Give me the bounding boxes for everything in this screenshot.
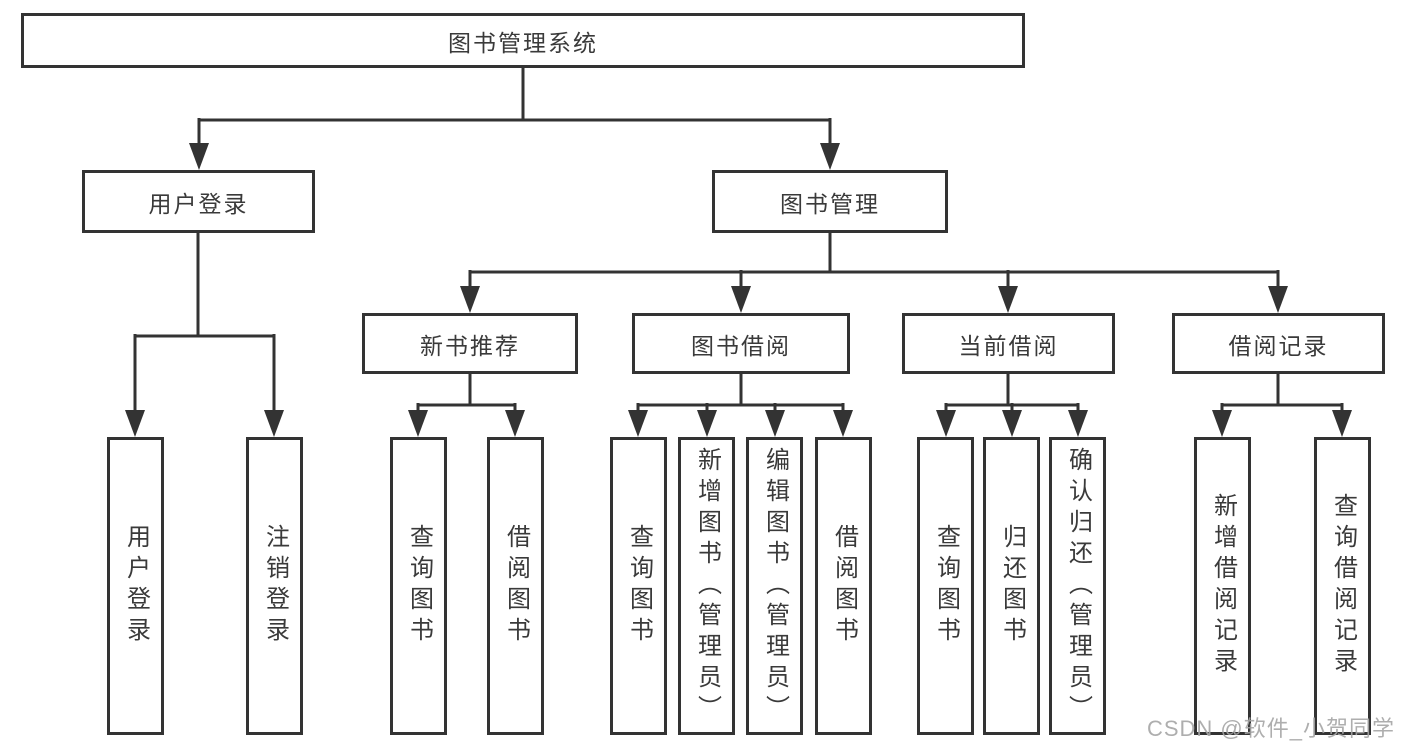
node-label: 用户登录 [122,524,150,648]
node-label: 新书推荐 [420,332,520,359]
node-label: 借阅图书 [502,524,530,648]
node-borrow-records: 借阅记录 [1172,313,1385,374]
leaf-confirm-return-admin: 确认归还（管理员） [1049,437,1106,735]
leaf-borrow-books: 借阅图书 [815,437,872,735]
node-label: 注销登录 [261,524,289,648]
node-label: 图书借阅 [691,332,791,359]
node-label: 归还图书 [998,524,1026,648]
node-current-borrow: 当前借阅 [902,313,1115,374]
node-label: 图书管理 [780,190,880,217]
node-label: 查询图书 [932,524,960,648]
node-library-management-system: 图书管理系统 [21,13,1025,68]
node-label: 用户登录 [148,190,249,217]
leaf-query-books-recommend: 查询图书 [390,437,447,735]
node-label: 借阅图书 [830,524,858,648]
leaf-logout: 注销登录 [246,437,303,735]
branch-new-book-recommend [408,374,525,437]
leaf-query-books-borrow: 查询图书 [610,437,667,735]
csdn-watermark: CSDN @软件_小贺同学 [1146,716,1395,741]
node-label: 查询借阅记录 [1329,493,1357,679]
node-book-borrow: 图书借阅 [632,313,850,374]
node-label: 新增借阅记录 [1209,493,1237,679]
node-label: 借阅记录 [1228,332,1329,359]
node-new-book-recommend: 新书推荐 [362,313,578,374]
leaf-add-books-admin: 新增图书（管理员） [678,437,735,735]
leaf-edit-books-admin: 编辑图书（管理员） [746,437,803,735]
node-book-management: 图书管理 [712,170,948,233]
node-label: 图书管理系统 [448,29,598,56]
leaf-user-login: 用户登录 [107,437,164,735]
branch-current-borrow [936,374,1088,437]
node-label: 确认归还（管理员） [1064,446,1092,726]
node-label: 编辑图书（管理员） [761,446,789,726]
node-label: 新增图书（管理员） [693,446,721,726]
branch-root [189,68,840,170]
branch-book-management [460,233,1288,313]
branch-borrow-records [1212,374,1352,437]
leaf-query-books-current: 查询图书 [917,437,974,735]
node-label: 查询图书 [405,524,433,648]
leaf-borrow-books-recommend: 借阅图书 [487,437,544,735]
branch-user-login [125,233,284,437]
branch-book-borrow [628,374,853,437]
node-label: 查询图书 [625,524,653,648]
node-user-login: 用户登录 [82,170,315,233]
leaf-add-borrow-record: 新增借阅记录 [1194,437,1251,735]
leaf-return-books: 归还图书 [983,437,1040,735]
node-label: 当前借阅 [958,332,1059,359]
leaf-query-borrow-record: 查询借阅记录 [1314,437,1371,735]
